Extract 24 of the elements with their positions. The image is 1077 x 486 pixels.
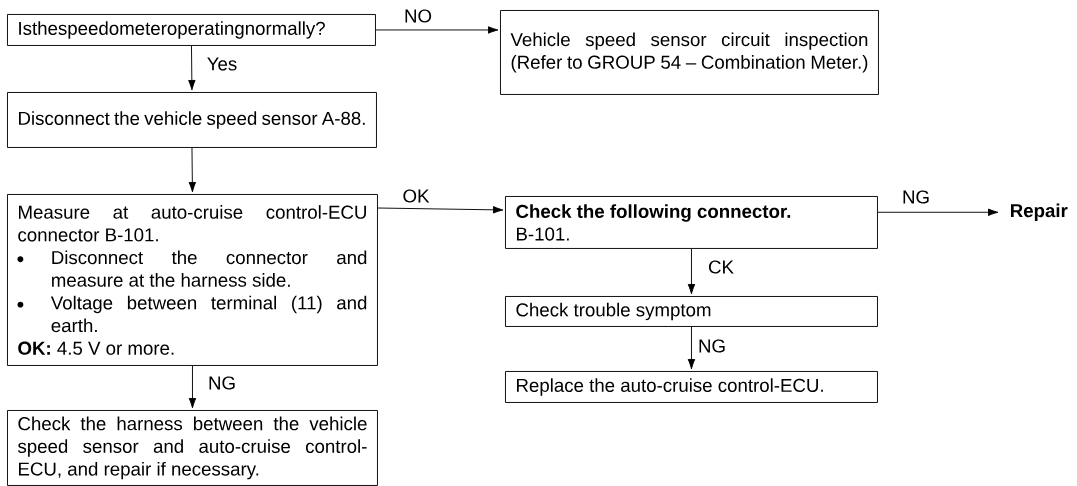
edge-label: CK [706,259,736,275]
arrow [375,26,499,34]
end-text: Repair [1011,203,1068,221]
process-box: Replace the auto-cruise control-ECU. [505,371,878,403]
edge-label: NG [206,375,238,391]
process-box: Measure at auto-cruise control-ECU connector B-101. Disconnect the connector and measure at the harness side. Voltage between terminal (11) and earth. OK: 4.5 V or more. [7,194,378,366]
arrow [687,326,696,370]
arrow [377,206,504,214]
process-box: Check the following connector. B-101. [505,196,878,249]
process-box: Disconnect the vehicle speed sensor A-88. [7,92,377,148]
arrow [188,45,196,91]
process-box: Check the harness between the vehicle speed sensor and auto-cruise control-ECU, and repair if necessary. [7,410,378,486]
arrow [188,365,197,409]
process-box: Isthespeedometeroperatingnormally? [7,14,376,46]
arrow [188,147,197,193]
edge-label: OK [401,188,431,204]
process-box: Vehicle speed sensor circuit inspection (Refer to GROUP 54 – Combination Meter.) [500,10,879,95]
edge-label: NG [900,189,932,205]
edge-label: Yes [205,56,239,72]
edge-label: NG [696,338,728,354]
arrow [877,208,999,216]
edge-label: NO [402,8,434,24]
arrow [687,248,696,295]
process-box: Check trouble symptom [505,296,878,327]
